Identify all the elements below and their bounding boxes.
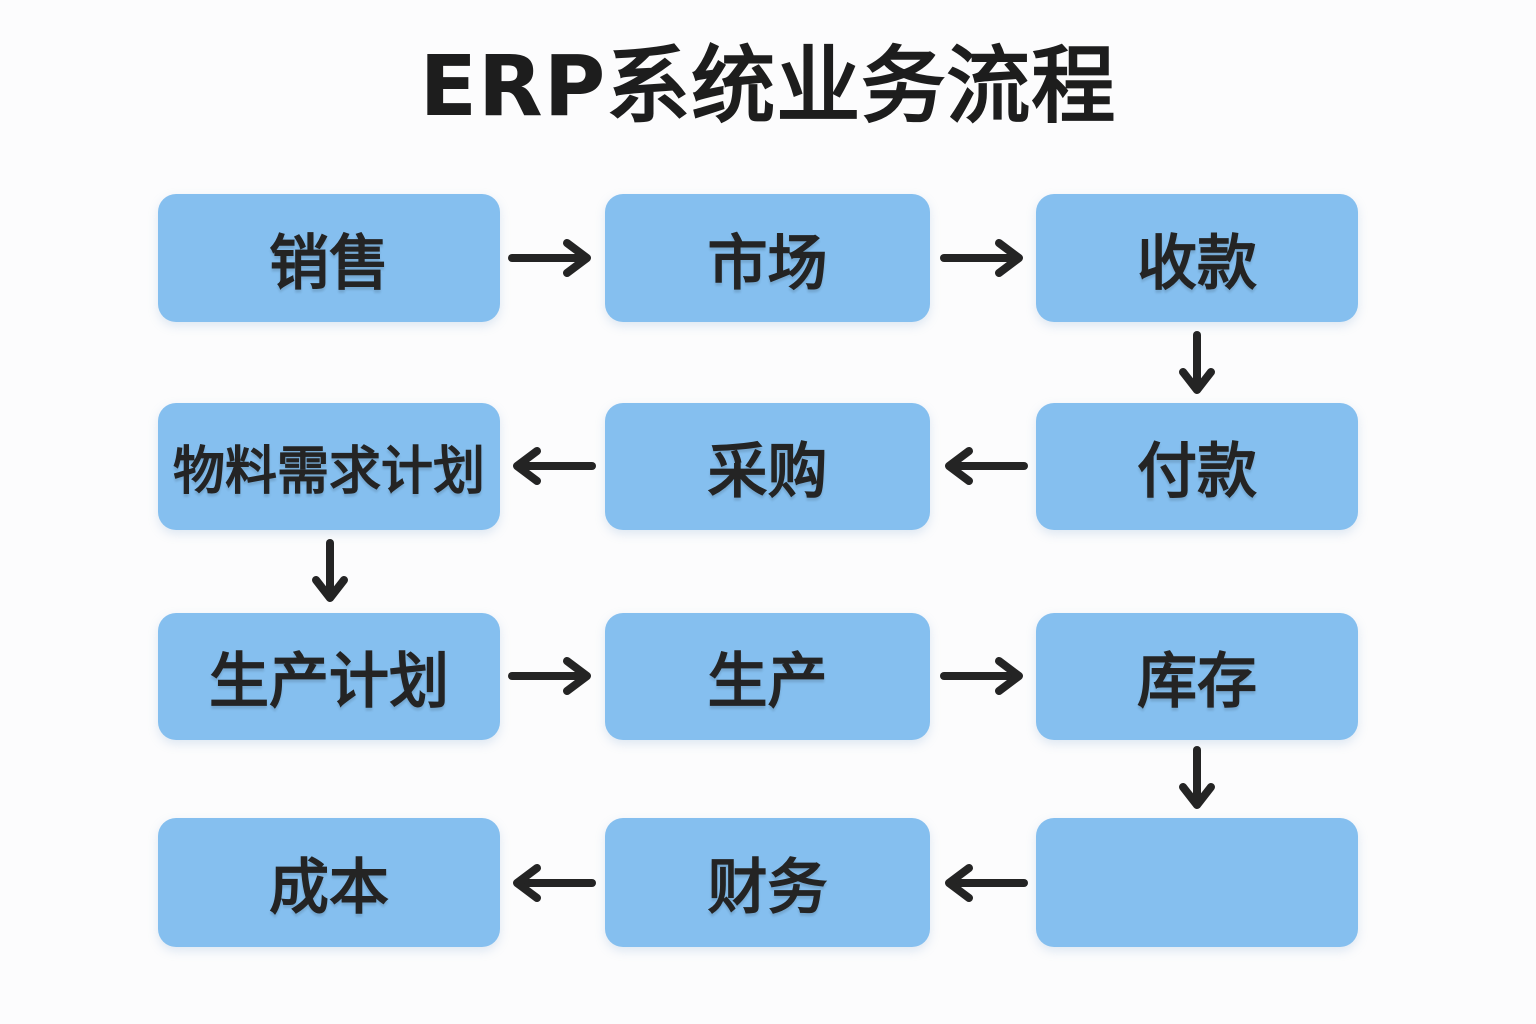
arrow-left-icon (513, 864, 596, 902)
arrow-right-icon (508, 239, 591, 277)
arrow-empty-to-finance (938, 863, 1030, 903)
arrow-right-icon (508, 657, 591, 695)
node-payment: 付款 (1036, 403, 1358, 530)
arrow-left-icon (945, 864, 1028, 902)
node-production: 生产 (605, 613, 930, 740)
arrow-left-icon (945, 447, 1028, 485)
node-empty (1036, 818, 1358, 947)
node-receivables: 收款 (1036, 194, 1358, 322)
arrow-down-icon (1179, 746, 1215, 809)
page-title: ERP系统业务流程 (419, 37, 1117, 135)
arrow-mrp-to-production-plan (310, 538, 350, 608)
arrow-inventory-to-empty (1177, 745, 1217, 815)
arrow-market-to-receivables (938, 238, 1030, 278)
node-cost: 成本 (158, 818, 500, 947)
node-sales: 销售 (158, 194, 500, 322)
arrow-left-icon (513, 447, 596, 485)
arrow-production-plan-to-production (506, 656, 598, 696)
arrow-production-to-inventory (938, 656, 1030, 696)
arrow-right-icon (940, 657, 1023, 695)
arrow-down-icon (1179, 331, 1215, 394)
node-procurement: 采购 (605, 403, 930, 530)
node-inventory: 库存 (1036, 613, 1358, 740)
arrow-right-icon (940, 239, 1023, 277)
node-finance: 财务 (605, 818, 930, 947)
arrow-down-icon (312, 539, 348, 602)
arrow-payment-to-procurement (938, 446, 1030, 486)
node-mrp: 物料需求计划 (158, 403, 500, 530)
arrow-receivables-to-payment (1177, 330, 1217, 400)
node-market: 市场 (605, 194, 930, 322)
arrow-sales-to-market (506, 238, 598, 278)
arrow-procurement-to-mrp (506, 446, 598, 486)
arrow-finance-to-cost (506, 863, 598, 903)
node-production-plan: 生产计划 (158, 613, 500, 740)
